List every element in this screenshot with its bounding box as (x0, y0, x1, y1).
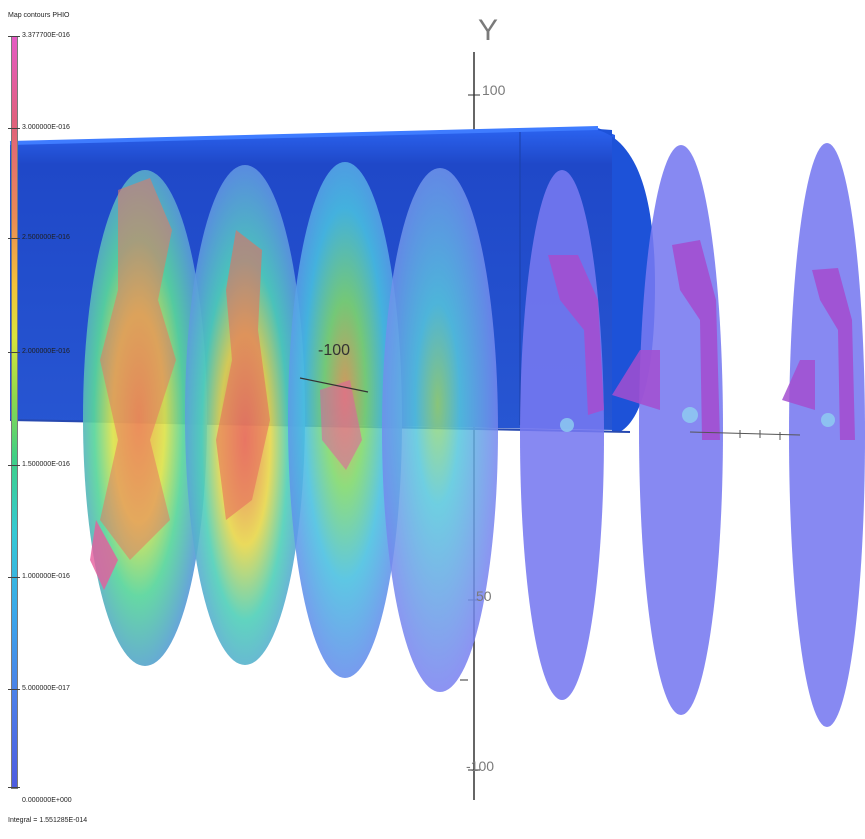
x-tick-minus-100: -100 (318, 342, 351, 359)
legend-label: 2.000000E-016 (22, 348, 70, 355)
legend-tick (8, 465, 20, 466)
y-axis-label: Y (478, 14, 499, 47)
contour-disk-3 (288, 162, 402, 678)
legend-label: 5.000000E-017 (22, 685, 70, 692)
x-axis-line (689, 431, 801, 436)
y-tick-minus-100: -100 (466, 758, 495, 774)
legend-tick (8, 689, 20, 690)
legend-label: 3.000000E-016 (22, 124, 70, 131)
contour-disk-4 (382, 168, 498, 692)
legend-label: 0.000000E+000 (22, 797, 72, 804)
legend-label: 2.500000E-016 (22, 234, 70, 241)
legend-integral: Integral = 1.551285E-014 (8, 817, 88, 824)
section-disk-3 (782, 143, 865, 727)
legend-colorbar (11, 36, 18, 789)
section-disk-2 (612, 145, 723, 715)
legend-tick (8, 787, 20, 788)
legend-tick (8, 36, 20, 37)
legend-tick (8, 238, 20, 239)
legend-tick (8, 352, 20, 353)
section-disk-1 (520, 170, 604, 700)
x-axis-ticks (739, 430, 781, 440)
legend-label: 1.500000E-016 (22, 461, 70, 468)
contour-disk-2 (185, 165, 305, 665)
legend-tick (8, 577, 20, 578)
y-tick-100: 100 (482, 82, 506, 98)
legend-label: 3.377700E-016 (22, 32, 70, 39)
legend-title: Map contours PHIO (8, 12, 70, 19)
legend-label: 1.000000E-016 (22, 573, 70, 580)
y-tick-50: 50 (476, 588, 492, 604)
contour-disk-1 (83, 170, 207, 666)
legend-tick (8, 128, 20, 129)
